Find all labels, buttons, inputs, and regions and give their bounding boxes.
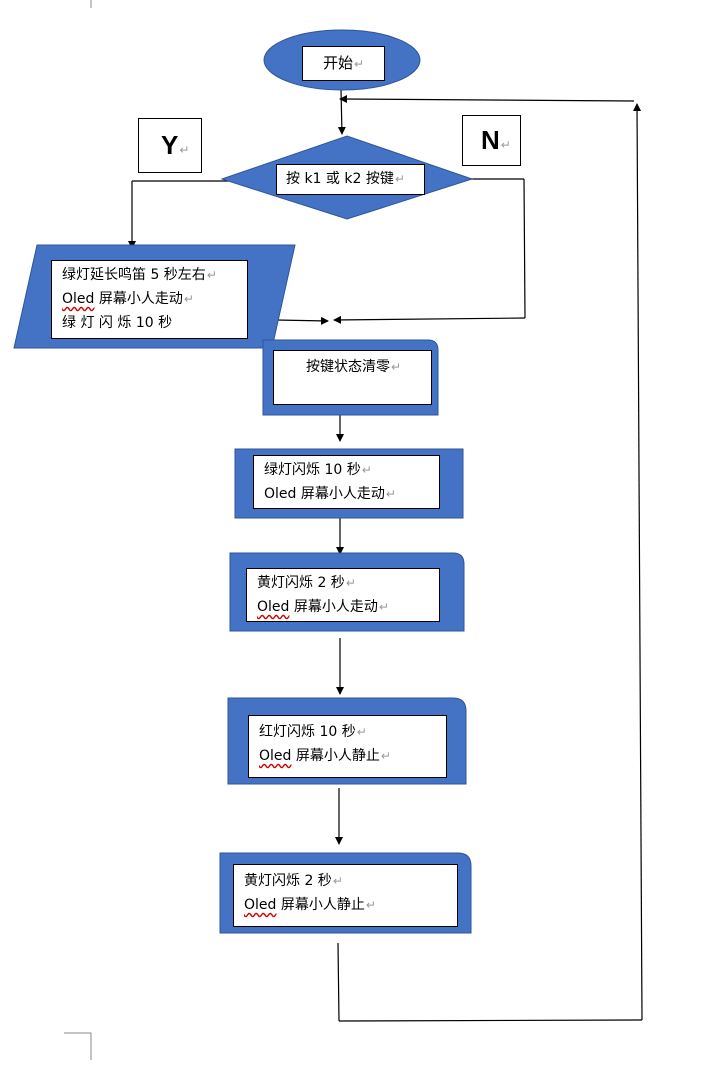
paragraph-mark: ↵ [356, 725, 367, 739]
yes-branch-line3-word: 绿 [62, 315, 76, 331]
oled-word: Oled [259, 748, 292, 764]
paragraph-mark: ↵ [353, 57, 365, 71]
step1-line1: 绿灯闪烁 10 秒 [264, 462, 361, 478]
paragraph-mark: ↵ [361, 463, 372, 477]
oled-word: Oled [257, 599, 290, 615]
paragraph-mark: ↵ [385, 487, 396, 501]
no-label: N [481, 125, 500, 155]
yes-branch-line3-word: 10 [135, 315, 154, 331]
yes-branch-line3-word: 秒 [158, 315, 173, 331]
yes-branch-text-box: 绿灯延长鸣笛 5 秒左右↵ Oled 屏幕小人走动↵ 绿 灯 闪 烁 10 秒 [51, 260, 248, 339]
paragraph-mark: ↵ [500, 138, 511, 152]
oled-word: Oled [62, 291, 95, 307]
step1-text-box: 绿灯闪烁 10 秒↵ Oled 屏幕小人走动↵ [253, 455, 440, 509]
arrow-no-branch [333, 315, 526, 324]
paragraph-mark: ↵ [183, 292, 194, 306]
yes-branch-line2: 屏幕小人走动 [94, 291, 183, 307]
paragraph-mark: ↵ [179, 143, 190, 157]
oled-word: Oled [264, 486, 297, 502]
step1-line2: 屏幕小人走动 [296, 486, 385, 502]
paragraph-mark: ↵ [332, 874, 343, 888]
step2-text-box: 黄灯闪烁 2 秒↵ Oled 屏幕小人走动↵ [246, 568, 440, 622]
oled-word: Oled [244, 897, 277, 913]
yes-label: Y [161, 130, 179, 160]
step2-line2: 屏幕小人走动 [289, 599, 378, 615]
paragraph-mark: ↵ [394, 172, 405, 186]
yes-branch-line3: 绿 灯 闪 烁 10 秒 [62, 311, 247, 335]
step4-line2: 屏幕小人静止 [276, 897, 365, 913]
paragraph-mark: ↵ [391, 360, 402, 374]
step3-text-box: 红灯闪烁 10 秒↵ Oled 屏幕小人静止↵ [248, 715, 447, 778]
step4-line1: 黄灯闪烁 2 秒 [244, 873, 332, 889]
decision-label: 按 k1 或 k2 按键 [286, 171, 394, 187]
arrow-yes-merge [275, 316, 329, 325]
arrow-loop-back [339, 95, 635, 104]
reset-text-box: 按键状态清零↵ [273, 350, 432, 405]
step4-text-box: 黄灯闪烁 2 秒↵ Oled 屏幕小人静止↵ [233, 864, 458, 927]
yes-branch-line3-word: 灯 [80, 315, 95, 331]
paragraph-mark: ↵ [345, 576, 356, 590]
arrow-loop-up [633, 103, 643, 1021]
yes-branch-line3-word: 闪 [98, 315, 113, 331]
no-label-box: N↵ [462, 115, 521, 166]
paragraph-mark: ↵ [380, 749, 391, 763]
paragraph-mark: ↵ [378, 600, 389, 614]
step3-line2: 屏幕小人静止 [291, 748, 380, 764]
arrow-start-to-decision [337, 89, 346, 135]
step2-line1: 黄灯闪烁 2 秒 [257, 575, 345, 591]
start-label: 开始 [322, 54, 353, 72]
yes-label-box: Y↵ [138, 118, 202, 173]
yes-branch-line3-word: 烁 [117, 315, 132, 331]
decision-label-box: 按 k1 或 k2 按键↵ [276, 164, 425, 195]
step3-line1: 红灯闪烁 10 秒 [259, 724, 356, 740]
reset-label: 按键状态清零 [306, 359, 390, 375]
paragraph-mark: ↵ [365, 898, 376, 912]
start-label-box: 开始↵ [302, 46, 385, 81]
paragraph-mark: ↵ [206, 268, 217, 282]
yes-branch-line1: 绿灯延长鸣笛 5 秒左右 [62, 267, 206, 283]
